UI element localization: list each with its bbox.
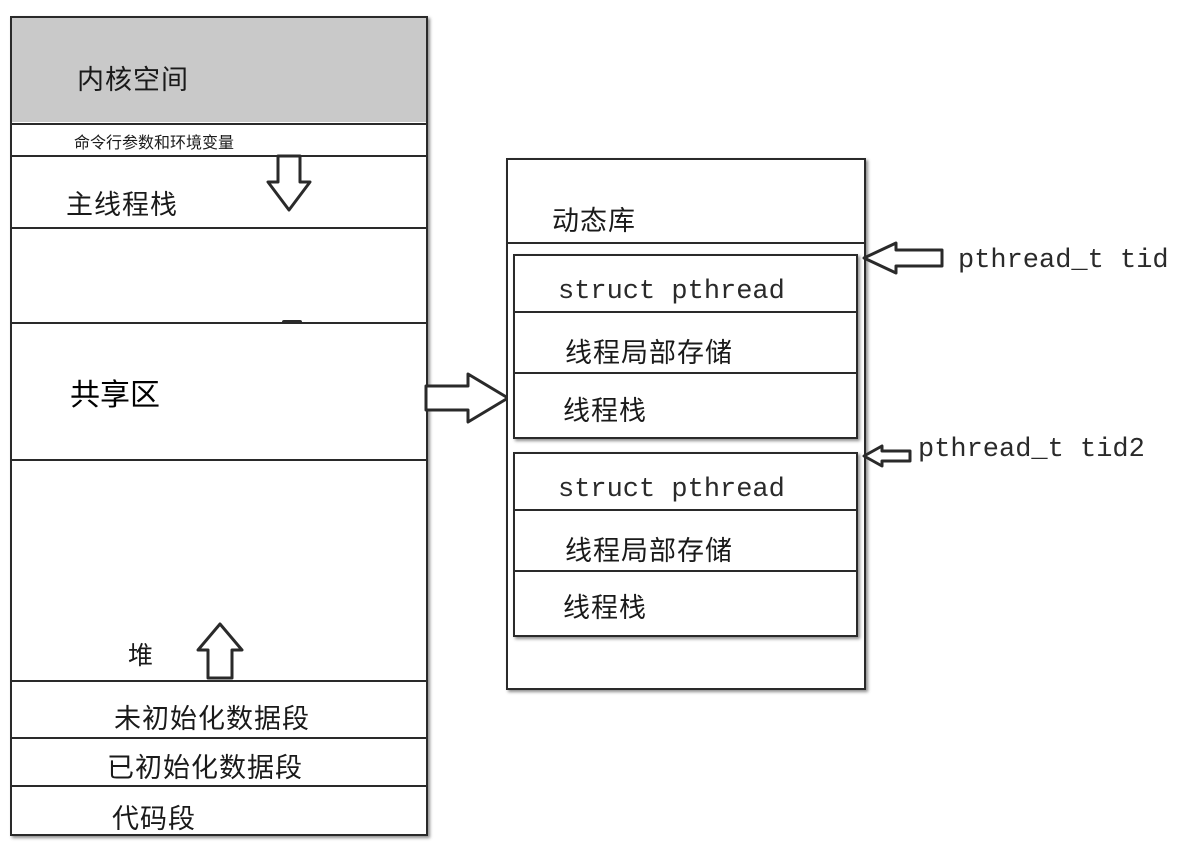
divider [12, 680, 426, 682]
tid-pointer-arrow-icon [862, 241, 944, 275]
thread-stack-label: 线程栈 [563, 593, 647, 624]
thread-stack-label: 线程栈 [563, 396, 647, 427]
divider [515, 509, 856, 511]
divider [515, 372, 856, 374]
divider [12, 737, 426, 739]
address-space-column [10, 16, 428, 836]
shared-to-library-arrow-icon [424, 372, 510, 424]
kernel-space-region [12, 18, 426, 122]
shared-area-label: 共享区 [70, 378, 160, 413]
kernel-space-label: 内核空间 [77, 65, 189, 96]
tid-pointer-label: pthread_t tid [958, 246, 1169, 276]
divider-tick [282, 320, 302, 324]
thread-local-storage-label: 线程局部存储 [565, 338, 733, 369]
divider [508, 242, 864, 244]
divider [12, 123, 426, 125]
tid2-pointer-label: pthread_t tid2 [918, 435, 1145, 465]
cmdline-env-label: 命令行参数和环境变量 [74, 133, 235, 152]
struct-pthread-label: struct pthread [558, 475, 785, 505]
thread-block [513, 254, 858, 439]
tid2-pointer-arrow-icon [862, 444, 912, 468]
divider [12, 785, 426, 787]
divider [515, 570, 856, 572]
heap-grows-up-arrow-icon [196, 622, 244, 680]
thread-local-storage-label: 线程局部存储 [565, 536, 733, 567]
thread-block [513, 452, 858, 637]
data-segment-label: 已初始化数据段 [107, 753, 303, 784]
text-segment-label: 代码段 [112, 804, 196, 835]
divider [515, 311, 856, 313]
bss-segment-label: 未初始化数据段 [114, 704, 310, 735]
stack-grows-down-arrow-icon [266, 154, 312, 212]
main-thread-stack-label: 主线程栈 [66, 190, 178, 221]
divider [12, 459, 426, 461]
divider [12, 155, 426, 157]
divider [12, 322, 426, 324]
dynamic-library-title: 动态库 [552, 206, 636, 237]
struct-pthread-label: struct pthread [558, 277, 785, 307]
heap-label: 堆 [128, 641, 155, 670]
divider [12, 227, 426, 229]
